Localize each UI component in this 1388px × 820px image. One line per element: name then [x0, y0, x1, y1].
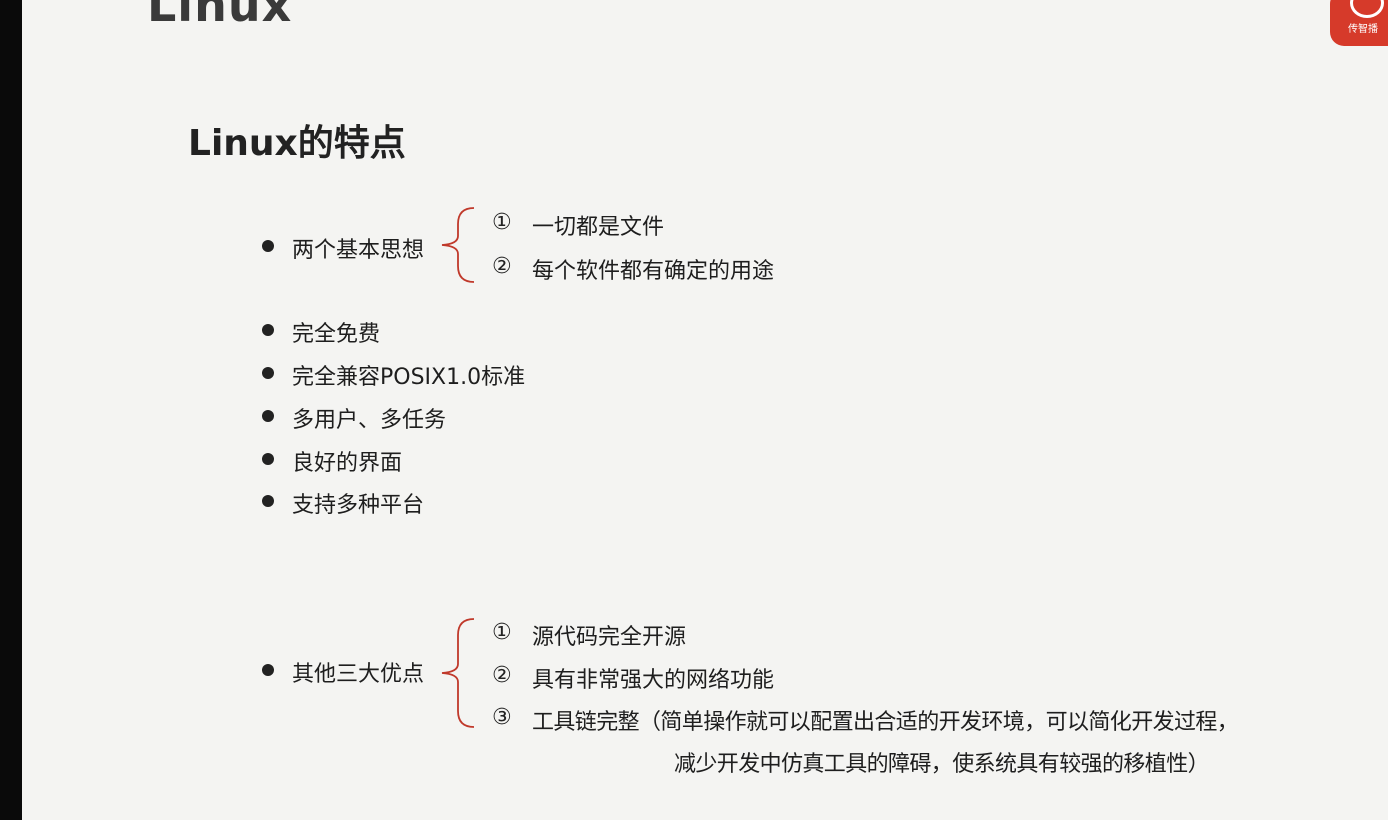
bullet-dot — [262, 453, 274, 465]
group1-item-number: ② — [492, 254, 512, 279]
group1-item-text: 一切都是文件 — [532, 215, 665, 240]
bullet-dot — [262, 664, 274, 676]
bullet-dot — [262, 240, 274, 252]
bullet-dot — [262, 495, 274, 507]
page-header: Linux — [147, 0, 293, 32]
group1-brace — [441, 207, 475, 283]
group1-label: 两个基本思想 — [292, 238, 425, 263]
logo-badge: 传智播 — [1330, 0, 1388, 46]
bullet-dot — [262, 410, 274, 422]
group2-label: 其他三大优点 — [292, 662, 425, 687]
group2-item-text: 源代码完全开源 — [532, 625, 687, 650]
group2-brace — [441, 618, 475, 728]
group2-item-text: 具有非常强大的网络功能 — [532, 668, 775, 693]
group2-item-text: 工具链完整（简单操作就可以配置出合适的开发环境，可以简化开发过程， — [532, 710, 1239, 735]
group1-item-number: ① — [492, 210, 512, 235]
group1-item-text: 每个软件都有确定的用途 — [532, 259, 775, 284]
feature-item: 多用户、多任务 — [292, 408, 447, 433]
feature-item: 支持多种平台 — [292, 493, 425, 518]
group2-item-number: ③ — [492, 705, 512, 730]
feature-item: 良好的界面 — [292, 451, 403, 476]
left-border — [0, 0, 22, 820]
bullet-dot — [262, 324, 274, 336]
group2-item-number: ② — [492, 663, 512, 688]
bullet-dot — [262, 367, 274, 379]
section-title: Linux的特点 — [188, 123, 406, 164]
group2-item-continuation: 减少开发中仿真工具的障碍，使系统具有较强的移植性） — [674, 752, 1210, 777]
logo-icon — [1350, 0, 1384, 18]
feature-item: 完全免费 — [292, 322, 381, 347]
logo-text: 传智播 — [1348, 24, 1378, 35]
feature-item: 完全兼容POSIX1.0标准 — [292, 365, 526, 390]
group2-item-number: ① — [492, 620, 512, 645]
